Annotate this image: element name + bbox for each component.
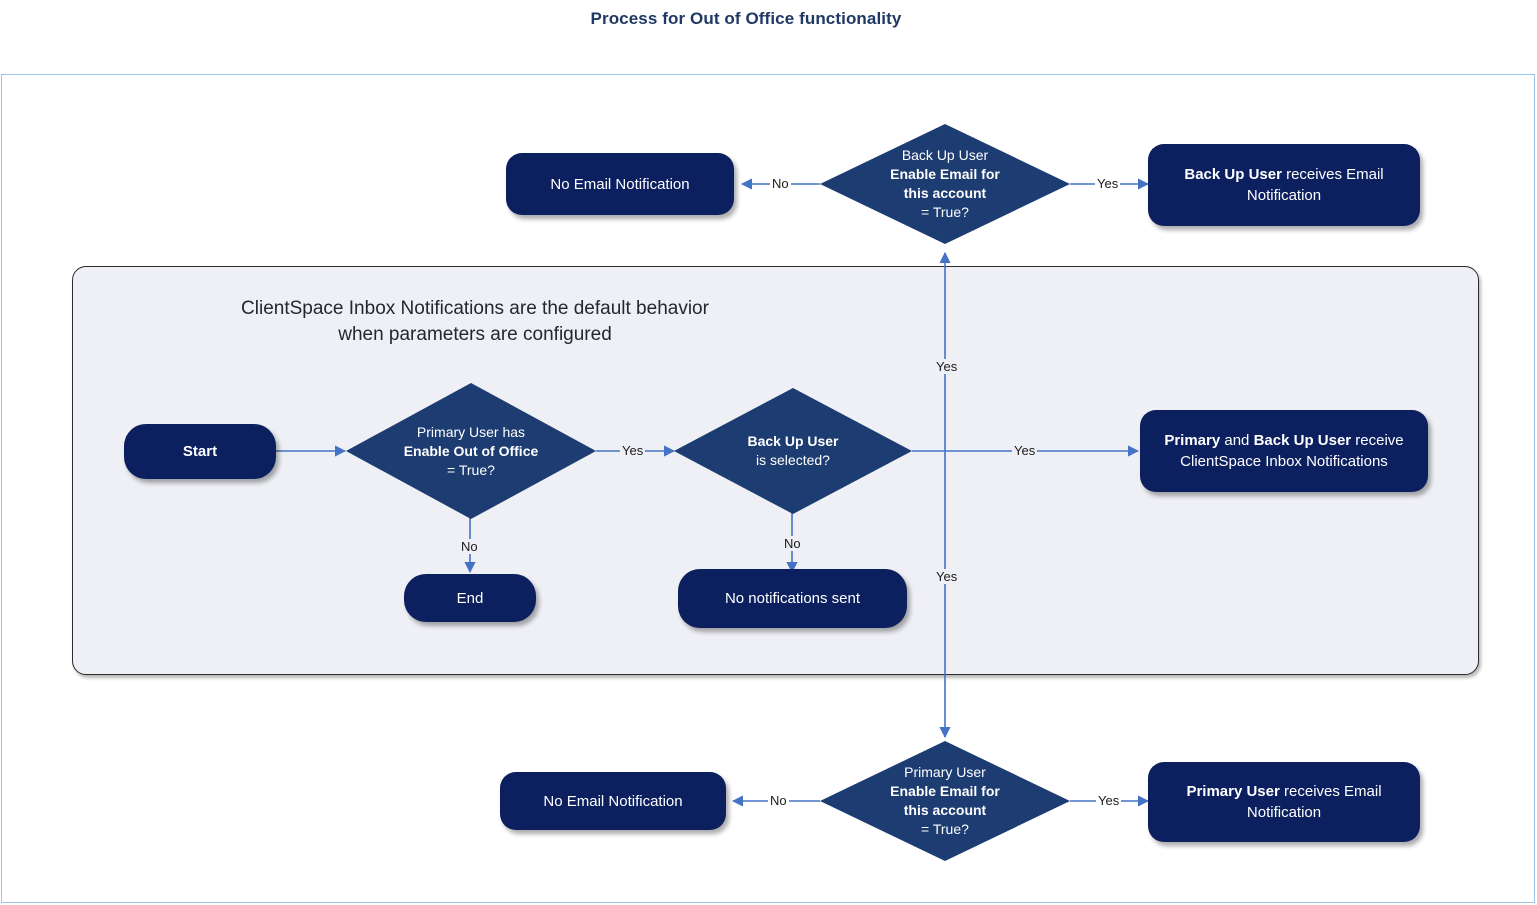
decision-primary-email-line-4: = True? [921, 821, 969, 837]
inbox-line-2: ClientSpace Inbox Notifications [1180, 453, 1388, 470]
decision-primary-email-line-2: Enable Email for [890, 783, 1000, 799]
edge-label-ooo-no: No [459, 539, 480, 554]
node-end[interactable]: End [404, 574, 536, 622]
page-title: Process for Out of Office functionality [590, 9, 902, 28]
node-decision-enable-out-of-office-text: Primary User has Enable Out of Office = … [346, 383, 596, 519]
node-no-email-notification-top-label: No Email Notification [550, 175, 690, 193]
decision-primary-email-line-3: this account [903, 802, 987, 818]
primary-email-line-2: Notification [1246, 804, 1322, 821]
edge-label-up-yes: Yes [934, 359, 960, 374]
node-end-label: End [456, 589, 484, 607]
edge-label-backup-email-yes: Yes [1095, 176, 1121, 191]
decision-backup-selected-line-1: Back Up User [747, 433, 839, 449]
decision-backup-email-line-4: = True? [921, 204, 969, 220]
node-no-notifications-sent-label: No notifications sent [724, 590, 861, 607]
group-caption-line-2: when parameters are configured [338, 324, 612, 345]
primary-email-bold: Primary User [1186, 783, 1280, 800]
edge-label-down-yes: Yes [934, 569, 960, 584]
node-no-email-notification-bottom[interactable]: No Email Notification [500, 772, 726, 830]
node-backup-user-receives-email[interactable]: Back Up User receives Email Notification [1148, 144, 1420, 226]
edge-label-primary-email-yes: Yes [1096, 793, 1122, 808]
node-decision-backup-enable-email[interactable]: Back Up User Enable Email for this accou… [820, 124, 1070, 244]
decision-ooo-line-1: Primary User has [416, 423, 526, 440]
group-caption: ClientSpace Inbox Notifications are the … [140, 296, 810, 348]
inbox-mid: and [1220, 432, 1254, 449]
node-clientspace-inbox-notifications-text: Primary and Back Up User receive ClientS… [1164, 430, 1403, 472]
decision-backup-selected-line-2: is selected? [756, 452, 830, 468]
node-decision-primary-enable-email[interactable]: Primary User Enable Email for this accou… [820, 741, 1070, 861]
node-decision-enable-out-of-office[interactable]: Primary User has Enable Out of Office = … [346, 383, 596, 519]
backup-email-line-2: Notification [1246, 187, 1322, 204]
node-primary-user-receives-email-text: Primary User receives Email Notification [1186, 781, 1381, 823]
inbox-tail: receive [1351, 432, 1404, 449]
node-no-email-notification-bottom-label: No Email Notification [543, 792, 683, 810]
node-decision-primary-enable-email-text: Primary User Enable Email for this accou… [820, 741, 1070, 861]
edge-label-backup-selected-yes: Yes [1012, 443, 1038, 458]
edge-label-backup-selected-no: No [782, 536, 803, 551]
node-no-notifications-sent[interactable]: No notifications sent [678, 569, 907, 628]
node-decision-backup-user-selected[interactable]: Back Up User is selected? [674, 388, 912, 514]
decision-backup-email-line-3: this account [903, 185, 987, 201]
inbox-bold-1: Primary [1164, 432, 1221, 449]
node-clientspace-inbox-notifications[interactable]: Primary and Back Up User receive ClientS… [1140, 410, 1428, 492]
node-start-label: Start [182, 443, 218, 460]
node-primary-user-receives-email[interactable]: Primary User receives Email Notification [1148, 762, 1420, 842]
backup-email-bold: Back Up User [1184, 166, 1282, 183]
node-no-email-notification-top[interactable]: No Email Notification [506, 153, 734, 215]
decision-primary-email-line-1: Primary User [904, 764, 986, 780]
node-decision-backup-enable-email-text: Back Up User Enable Email for this accou… [820, 124, 1070, 244]
decision-backup-email-line-2: Enable Email for [890, 166, 1000, 182]
node-decision-backup-user-selected-text: Back Up User is selected? [674, 388, 912, 514]
group-caption-line-1: ClientSpace Inbox Notifications are the … [241, 298, 709, 319]
primary-email-tail: receives Email [1279, 783, 1382, 800]
backup-email-tail: receives Email [1281, 166, 1384, 183]
decision-backup-email-line-1: Back Up User [901, 147, 989, 163]
node-start[interactable]: Start [124, 424, 276, 479]
inbox-bold-2: Back Up User [1253, 432, 1352, 449]
decision-ooo-line-2: Enable Out of Office [403, 442, 539, 459]
edge-label-ooo-yes: Yes [620, 443, 646, 458]
decision-ooo-line-3: = True? [447, 461, 495, 478]
edge-label-backup-email-no: No [770, 176, 791, 191]
node-backup-user-receives-email-text: Back Up User receives Email Notification [1184, 164, 1383, 206]
edge-label-primary-email-no: No [768, 793, 789, 808]
